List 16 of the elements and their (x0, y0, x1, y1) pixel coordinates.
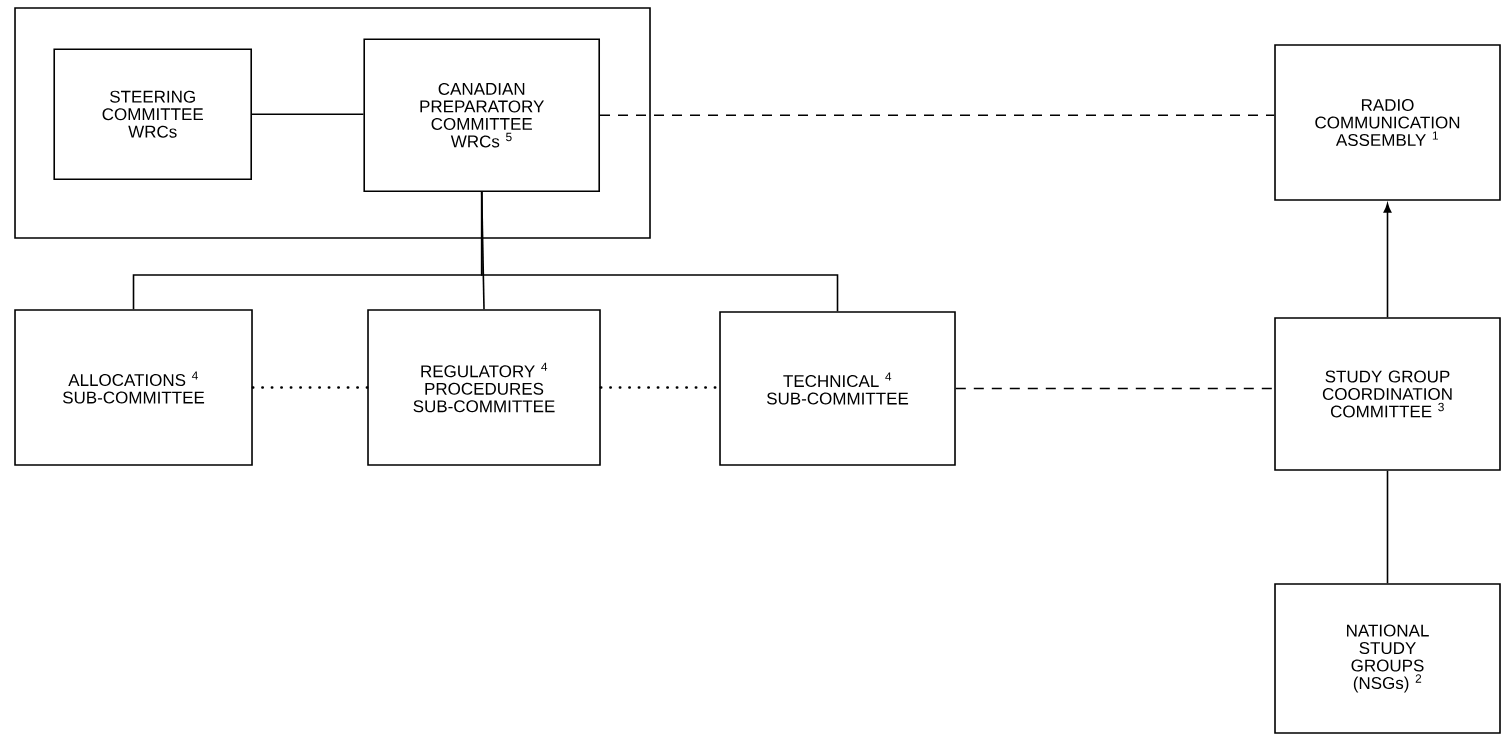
committee-box: NATIONAL STUDY GROUPS (NSGs) $^{2}$ (1274, 583, 1501, 734)
committee-box: RADIO COMMUNICATION ASSEMBLY $^{1}$ (1274, 44, 1501, 201)
group-frame (14, 7, 651, 239)
connector-line (251, 386, 369, 389)
committee-box: STEERING COMMITTEE WRCs (53, 48, 252, 180)
connector-line (955, 387, 1275, 390)
committee-box: CANADIAN PREPARATORY COMMITTEE WRCs $^{5}$ (363, 38, 600, 192)
committee-box: ALLOCATIONS $^{4}$ SUB-COMMITTEE (14, 309, 253, 466)
connector-line (1386, 470, 1389, 584)
connector-line (251, 113, 365, 115)
connector-line (480, 191, 839, 312)
committee-box: STUDY GROUP COORDINATION COMMITTEE $^{3}$ (1274, 317, 1501, 471)
arrow (1383, 203, 1392, 318)
committee-box: TECHNICAL $^{4}$ SUB-COMMITTEE (719, 311, 956, 466)
connector-line (599, 114, 1275, 116)
committee-box: REGULATORY $^{4}$ PROCEDURES SUB-COMMITTEE (367, 309, 601, 466)
